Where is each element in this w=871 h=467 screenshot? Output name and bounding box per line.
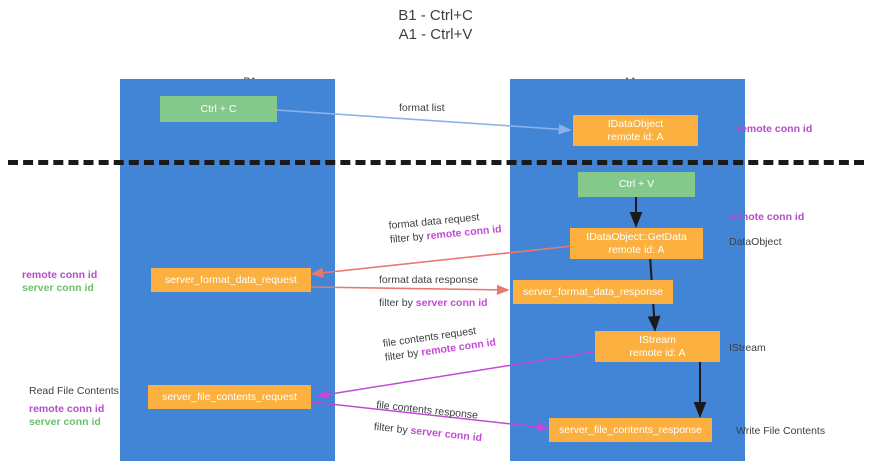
edge-label-format-data-response: format data response filter by server co… [379, 273, 488, 310]
annotation-right-remote-conn-id-mid: remote conn id [729, 211, 805, 223]
arrow-format-data-request [310, 245, 573, 278]
edge-label-format-data-response-line1: format data response [379, 274, 479, 286]
node-server-file-contents-request[interactable]: server_file_contents_request [148, 385, 311, 409]
page-title: B1 - Ctrl+C A1 - Ctrl+V [398, 7, 473, 43]
node-idataobject[interactable]: IDataObject remote id: A [573, 115, 698, 146]
node-istream[interactable]: IStream remote id: A [595, 331, 720, 362]
annotation-left-server-conn-id-mid: server conn id [22, 282, 94, 294]
edge-label-file-contents-response-prefix: filter by [373, 420, 412, 437]
edge-label-format-data-request-prefix: filter by [389, 230, 428, 246]
node-ctrl-v[interactable]: Ctrl + V [578, 172, 695, 197]
annotation-right-remote-conn-id-top: remote conn id [737, 123, 813, 135]
edge-label-format-data-response-key: server conn id [415, 297, 488, 309]
node-ctrl-c[interactable]: Ctrl + C [160, 96, 277, 122]
annotation-right-write-file-contents: Write File Contents [736, 425, 826, 437]
annotation-right-dataobject: DataObject [729, 236, 782, 248]
arrow-file-contents-response [311, 401, 550, 432]
annotation-left-read-file-contents: Read File Contents [29, 385, 119, 397]
arrow-file-contents-request [316, 351, 595, 400]
arrow-format-data-response [309, 284, 510, 295]
annotation-left-remote-conn-id-mid: remote conn id [22, 269, 98, 281]
annotation-left-remote-conn-id-bottom: remote conn id [29, 403, 105, 415]
annotation-right-istream: IStream [729, 342, 766, 354]
node-server-file-contents-response[interactable]: server_file_contents_response [549, 418, 712, 442]
annotation-left-server-conn-id-bottom: server conn id [29, 416, 101, 428]
node-server-format-data-response[interactable]: server_format_data_response [513, 280, 673, 304]
edge-label-format-data-response-line2: filter by server conn id [379, 296, 488, 310]
arrow-format-list [275, 109, 572, 135]
phase-separator [8, 160, 864, 165]
edge-label-format-data-response-prefix: filter by [379, 297, 416, 309]
node-server-format-data-request[interactable]: server_format_data_request [151, 268, 311, 292]
node-idataobject-getdata[interactable]: IDataObject::GetData remote id: A [570, 228, 703, 259]
edge-label-format-list: format list [399, 102, 445, 114]
